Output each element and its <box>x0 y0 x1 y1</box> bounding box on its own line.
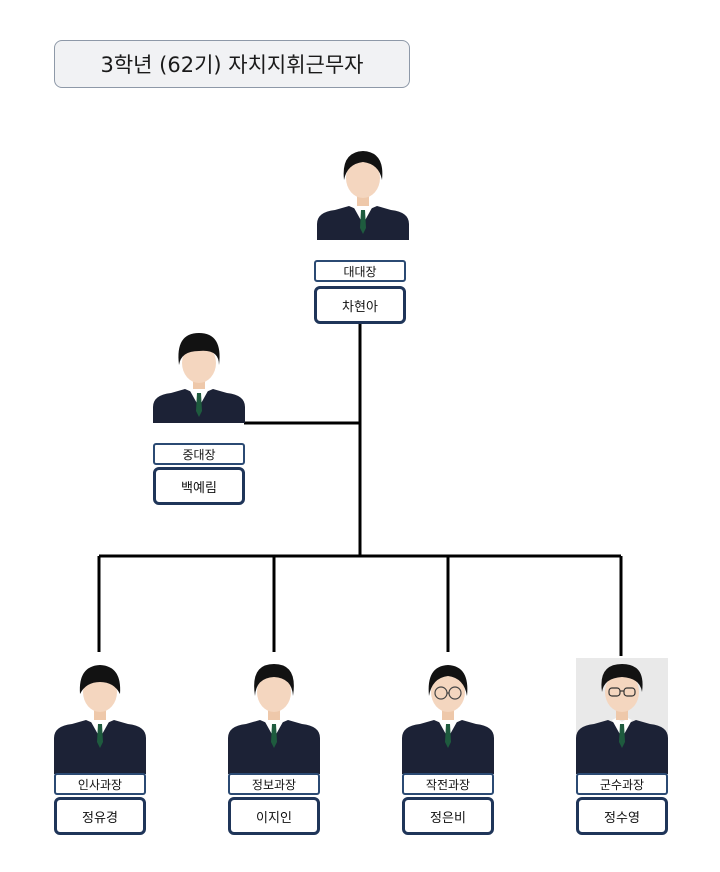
student-photo <box>402 662 494 774</box>
role-label: 중대장 <box>153 443 245 465</box>
chart-title: 3학년 (62기) 자치지휘근무자 <box>54 40 410 88</box>
role-label: 군수과장 <box>576 773 668 795</box>
member-card-personnel-officer: 인사과장 정유경 <box>54 662 146 835</box>
role-label: 작전과장 <box>402 773 494 795</box>
name-label: 백예림 <box>153 467 245 505</box>
role-label: 대대장 <box>314 260 406 282</box>
student-photo <box>576 658 668 774</box>
role-label: 인사과장 <box>54 773 146 795</box>
role-label: 정보과장 <box>228 773 320 795</box>
name-label: 차현아 <box>314 286 406 324</box>
member-card-battalion-commander: 대대장 차현아 <box>314 148 409 324</box>
name-label: 정은비 <box>402 797 494 835</box>
student-photo <box>153 331 245 423</box>
student-photo <box>317 148 409 240</box>
student-photo <box>228 662 320 774</box>
student-photo <box>54 662 146 774</box>
member-card-operations-officer: 작전과장 정은비 <box>402 662 494 835</box>
name-label: 정수영 <box>576 797 668 835</box>
member-card-intelligence-officer: 정보과장 이지인 <box>228 662 320 835</box>
name-label: 이지인 <box>228 797 320 835</box>
name-label: 정유경 <box>54 797 146 835</box>
member-card-company-commander: 중대장 백예림 <box>153 331 245 505</box>
member-card-logistics-officer: 군수과장 정수영 <box>576 658 668 835</box>
